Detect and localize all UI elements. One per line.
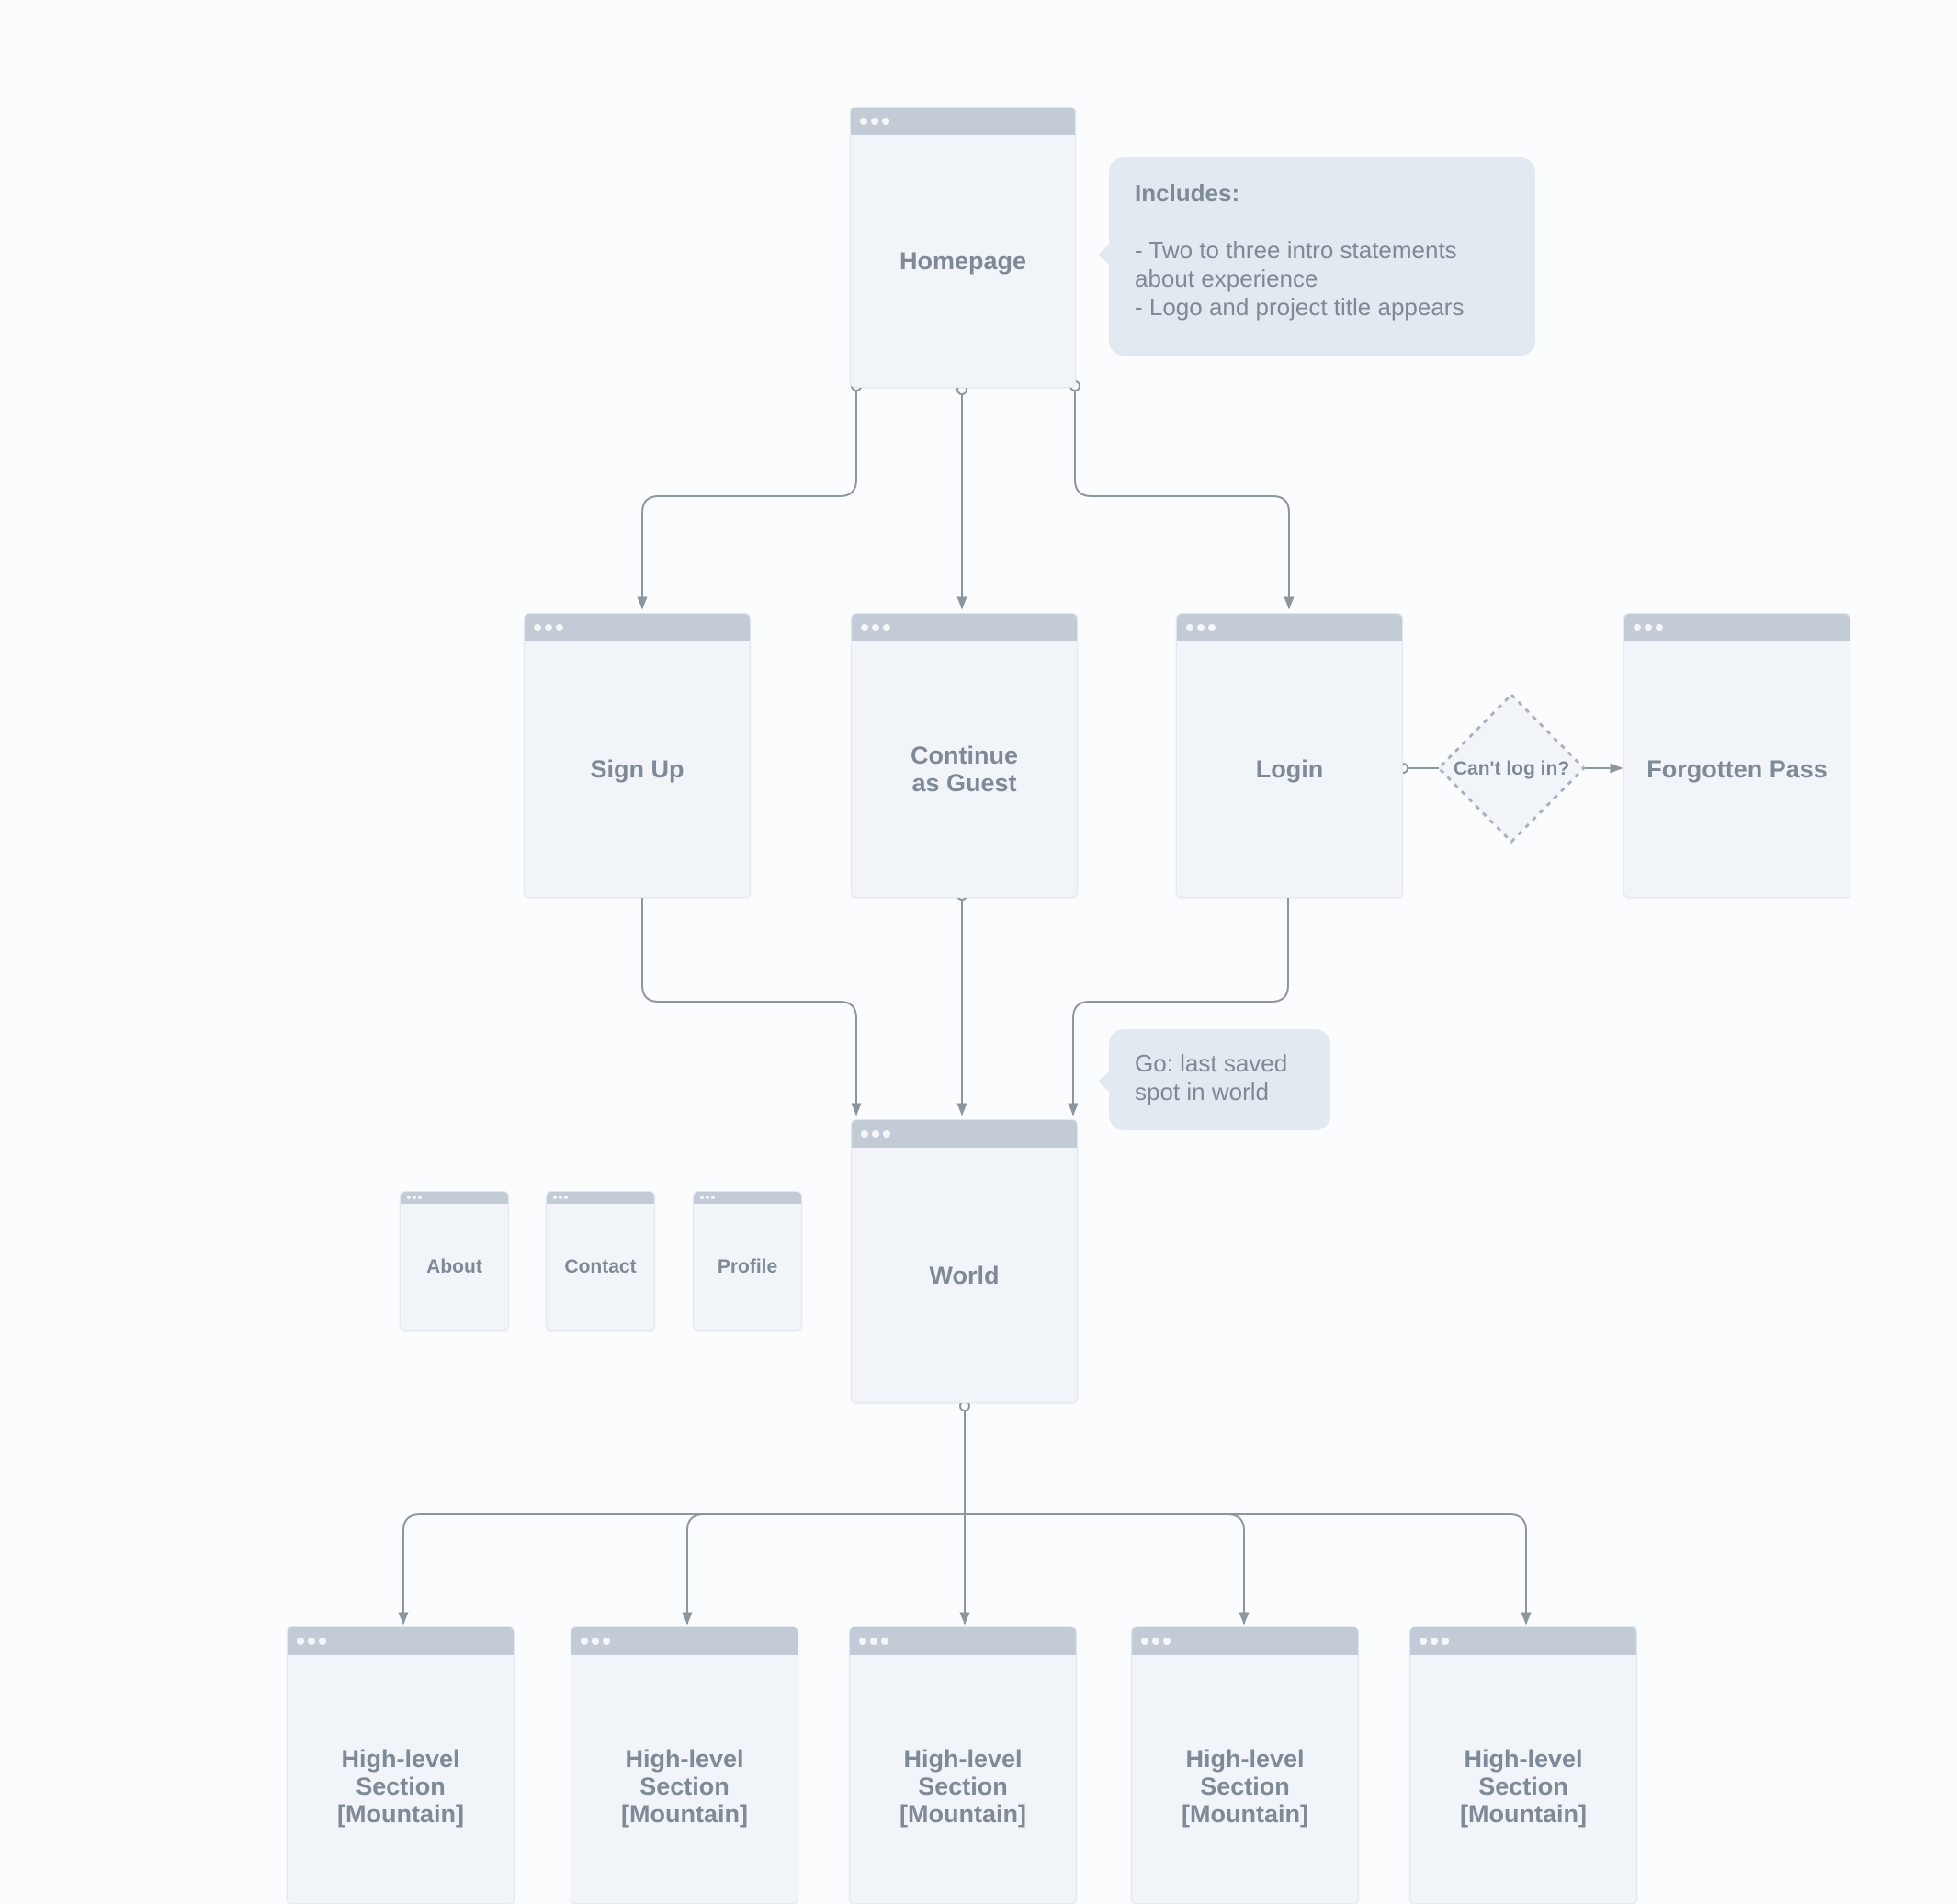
note-heading: Includes: [1135,179,1240,207]
continue-as-guest-window[interactable]: Continue as Guest [851,613,1078,898]
window-dots-icon [861,1130,890,1138]
section-window[interactable]: High-level Section [Mountain] [287,1626,515,1904]
note-item: - Logo and project title appears [1135,293,1465,321]
window-dots-icon [1141,1638,1171,1645]
window-dots-icon [297,1638,326,1645]
window-title-bar [852,614,1077,641]
connector-login-world [1068,891,1289,1116]
section-window[interactable]: High-level Section [Mountain] [1409,1626,1637,1904]
window-title-bar [851,108,1075,135]
world-window[interactable]: World [851,1119,1078,1403]
connector-homepage-signup [637,386,857,610]
window-dots-icon [1186,624,1216,631]
section-window[interactable]: High-level Section [Mountain] [571,1626,798,1904]
window-dots-icon [407,1196,422,1199]
window-title-bar [288,1627,514,1655]
sign-up-label: Sign Up [590,755,684,783]
profile-window[interactable]: Profile [693,1191,802,1331]
about-window[interactable]: About [400,1191,509,1331]
window-title-bar [571,1627,798,1655]
world-note-text: Go: last saved spot in world [1135,1049,1288,1105]
section-label: High-level Section [Mountain] [1182,1745,1308,1828]
section-label: High-level Section [Mountain] [621,1745,748,1828]
window-title-bar [694,1192,801,1204]
window-dots-icon [859,1638,888,1645]
connector-homepage-login [1074,386,1295,610]
window-dots-icon [700,1196,715,1199]
window-dots-icon [581,1638,610,1645]
window-title-bar [401,1192,508,1204]
window-dots-icon [1634,624,1663,631]
contact-window[interactable]: Contact [546,1191,655,1331]
section-label: High-level Section [Mountain] [337,1745,464,1828]
world-label: World [929,1261,1000,1289]
window-dots-icon [1420,1638,1449,1645]
connector-branch-section-5 [1509,1513,1532,1626]
forgotten-pass-label: Forgotten Pass [1646,755,1827,783]
note-item: - Two to three intro statements about ex… [1135,236,1457,292]
login-label: Login [1255,755,1324,783]
window-dots-icon [534,624,563,631]
cant-login-decision-diamond [1436,692,1587,844]
section-label: High-level Section [Mountain] [899,1745,1026,1828]
login-window[interactable]: Login [1176,613,1403,898]
homepage-note: Includes: - Two to three intro statement… [1098,157,1535,356]
window-title-bar [1624,614,1850,641]
window-title-bar [850,1627,1076,1655]
profile-label: Profile [717,1255,778,1277]
continue-as-guest-label: Continue as Guest [911,742,1018,797]
homepage-label: Homepage [899,247,1027,275]
connector-branch-section-1 [398,1513,421,1626]
window-title-bar [1132,1627,1358,1655]
connector-branch-section-4 [1227,1513,1250,1626]
window-title-bar [525,614,750,641]
forgotten-pass-window[interactable]: Forgotten Pass [1623,613,1850,898]
window-title-bar [852,1120,1077,1148]
window-title-bar [547,1192,654,1204]
section-window[interactable]: High-level Section [Mountain] [849,1626,1077,1904]
window-dots-icon [553,1196,568,1199]
world-note: Go: last saved spot in world [1098,1029,1330,1130]
cant-login-label: Can't log in? [1453,758,1570,779]
section-label: High-level Section [Mountain] [1460,1745,1587,1828]
window-title-bar [1410,1627,1636,1655]
window-title-bar [1177,614,1402,641]
section-window[interactable]: High-level Section [Mountain] [1131,1626,1359,1904]
contact-label: Contact [564,1255,637,1277]
connector-signup-world [641,891,862,1116]
about-label: About [426,1255,482,1277]
homepage-window[interactable]: Homepage [850,107,1076,388]
window-dots-icon [860,118,889,125]
connector-branch-section-2 [682,1513,705,1626]
window-dots-icon [861,624,890,631]
sign-up-window[interactable]: Sign Up [524,613,751,898]
